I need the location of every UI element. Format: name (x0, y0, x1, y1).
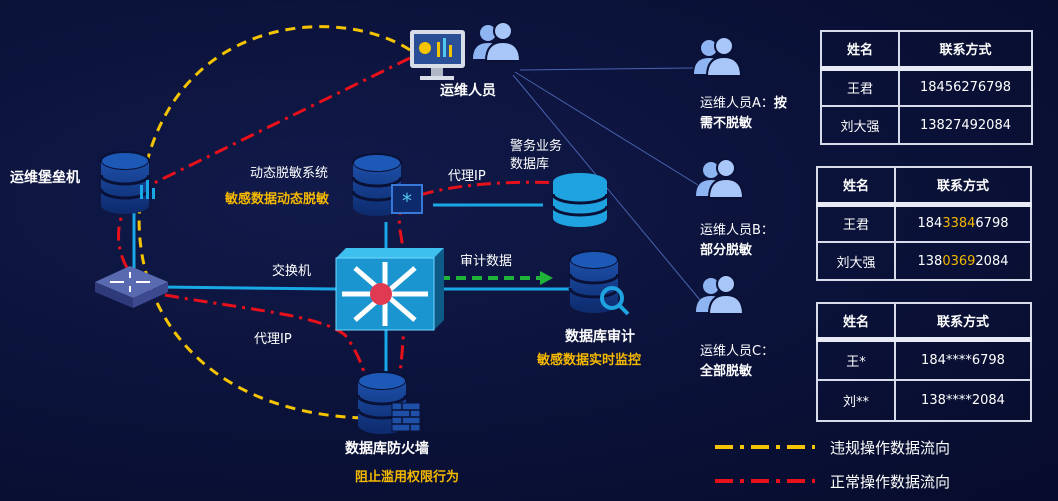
header-contact: 联系方式 (894, 166, 1032, 207)
masking-desc-label: 敏感数据动态脱敏 (225, 192, 330, 207)
bastion-db-icon (99, 150, 155, 216)
db-firewall-label: 数据库防火墙 (345, 441, 429, 457)
legend-violation-label: 违规操作数据流向 (830, 439, 951, 457)
header-contact: 联系方式 (898, 30, 1033, 71)
staff-a-label: 运维人员A：按需不脱敏 (700, 94, 787, 134)
svg-text:*: * (402, 189, 412, 213)
cell-name: 王君 (816, 203, 896, 243)
staff-c-label: 运维人员C： 全部脱敏 (700, 342, 774, 382)
legend-normal-label: 正常操作数据流向 (830, 473, 951, 491)
cell-name: 刘大强 (820, 105, 900, 145)
cell-name: 刘** (816, 379, 896, 422)
staff-a-role: 运维人员A： (700, 96, 774, 111)
proxy-ip-top-label: 代理IP (448, 169, 486, 184)
cell-phone: 184****6798 (894, 338, 1032, 381)
staff-c-role: 运维人员C： (700, 344, 775, 359)
firewall-db-icon (356, 370, 421, 436)
router-icon (95, 266, 168, 308)
cell-phone: 18456276798 (898, 67, 1033, 107)
switch-label: 交换机 (272, 264, 312, 279)
header-contact: 联系方式 (894, 302, 1032, 342)
cell-phone: 13803692084 (894, 241, 1032, 281)
phone-prefix: 184 (917, 216, 943, 232)
cell-name: 刘大强 (816, 241, 896, 281)
masking-system-label: 动态脱敏系统 (250, 166, 329, 181)
staff-a-policy-1: 按 (773, 96, 787, 111)
masking-db-icon: * (351, 152, 423, 218)
staff-c-policy: 全部脱敏 (700, 364, 753, 379)
staff-b-label: 运维人员B： 部分脱敏 (700, 221, 774, 261)
audit-arrowhead (540, 271, 553, 285)
audit-db-icon (568, 249, 630, 316)
monitor-icon (410, 30, 465, 80)
header-name: 姓名 (820, 30, 900, 71)
violation-flow-line (137, 25, 411, 420)
staff-a-policy-2: 需不脱敏 (700, 116, 753, 131)
staff-b-role: 运维人员B： (700, 223, 774, 238)
header-name: 姓名 (816, 166, 896, 207)
cell-phone: 13827492084 (898, 105, 1033, 145)
cell-name: 王* (816, 338, 896, 381)
staff-b-icon (695, 158, 744, 199)
db-audit-label: 数据库审计 (565, 329, 635, 345)
table-row: 王*184****6798 (816, 338, 1032, 381)
switch-icon (335, 248, 444, 331)
cell-phone: 18433846798 (894, 203, 1032, 243)
phone-suffix: 6798 (975, 216, 1009, 232)
ops-staff-label: 运维人员 (440, 83, 496, 99)
phone-masked-part: 0369 (942, 253, 976, 269)
cell-phone: 138****2084 (894, 379, 1032, 422)
police-db-icon (551, 173, 609, 227)
normal-flow-line (117, 56, 599, 393)
phone-suffix: 2084 (975, 253, 1009, 269)
police-db-label-2: 数据库 (510, 157, 550, 172)
ops-staff-icon (472, 21, 521, 62)
db-firewall-desc-label: 阻止滥用权限行为 (355, 470, 460, 485)
staff-c-icon (695, 274, 744, 315)
police-db-label-1: 警务业务 (510, 139, 563, 154)
phone-masked-part: 3384 (942, 216, 976, 232)
db-audit-desc-label: 敏感数据实时监控 (537, 353, 642, 368)
audit-data-label: 审计数据 (460, 254, 513, 269)
cell-name: 王君 (820, 67, 900, 107)
staff-b-policy: 部分脱敏 (700, 243, 753, 258)
table-row: 刘**138****2084 (816, 379, 1032, 422)
bastion-label: 运维堡垒机 (10, 170, 80, 186)
table-staff-c: 姓名联系方式 王*184****6798 刘**138****2084 (816, 302, 1032, 422)
phone-prefix: 138 (917, 253, 943, 269)
header-name: 姓名 (816, 302, 896, 342)
staff-a-icon (693, 36, 742, 77)
proxy-ip-bottom-label: 代理IP (254, 332, 292, 347)
